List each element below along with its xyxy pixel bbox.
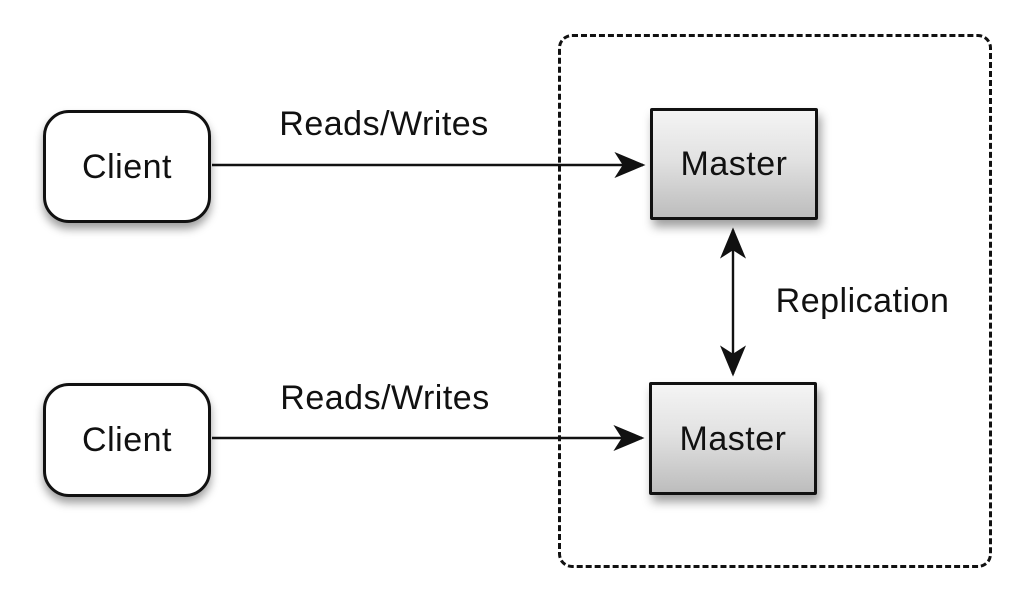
node-master-2-label: Master [679,419,787,458]
node-master-1: Master [650,108,818,220]
node-client-2: Client [43,383,211,497]
edge-label-replication: Replication [775,282,950,320]
node-master-2: Master [649,382,817,495]
replication-cluster-boundary [558,34,992,568]
edge-label-reads-writes-top: Reads/Writes [279,105,489,143]
node-client-1: Client [43,110,211,223]
node-client-1-label: Client [82,147,172,186]
node-master-1-label: Master [680,145,788,183]
node-client-2-label: Client [82,421,172,459]
edge-label-reads-writes-bottom: Reads/Writes [280,379,490,417]
